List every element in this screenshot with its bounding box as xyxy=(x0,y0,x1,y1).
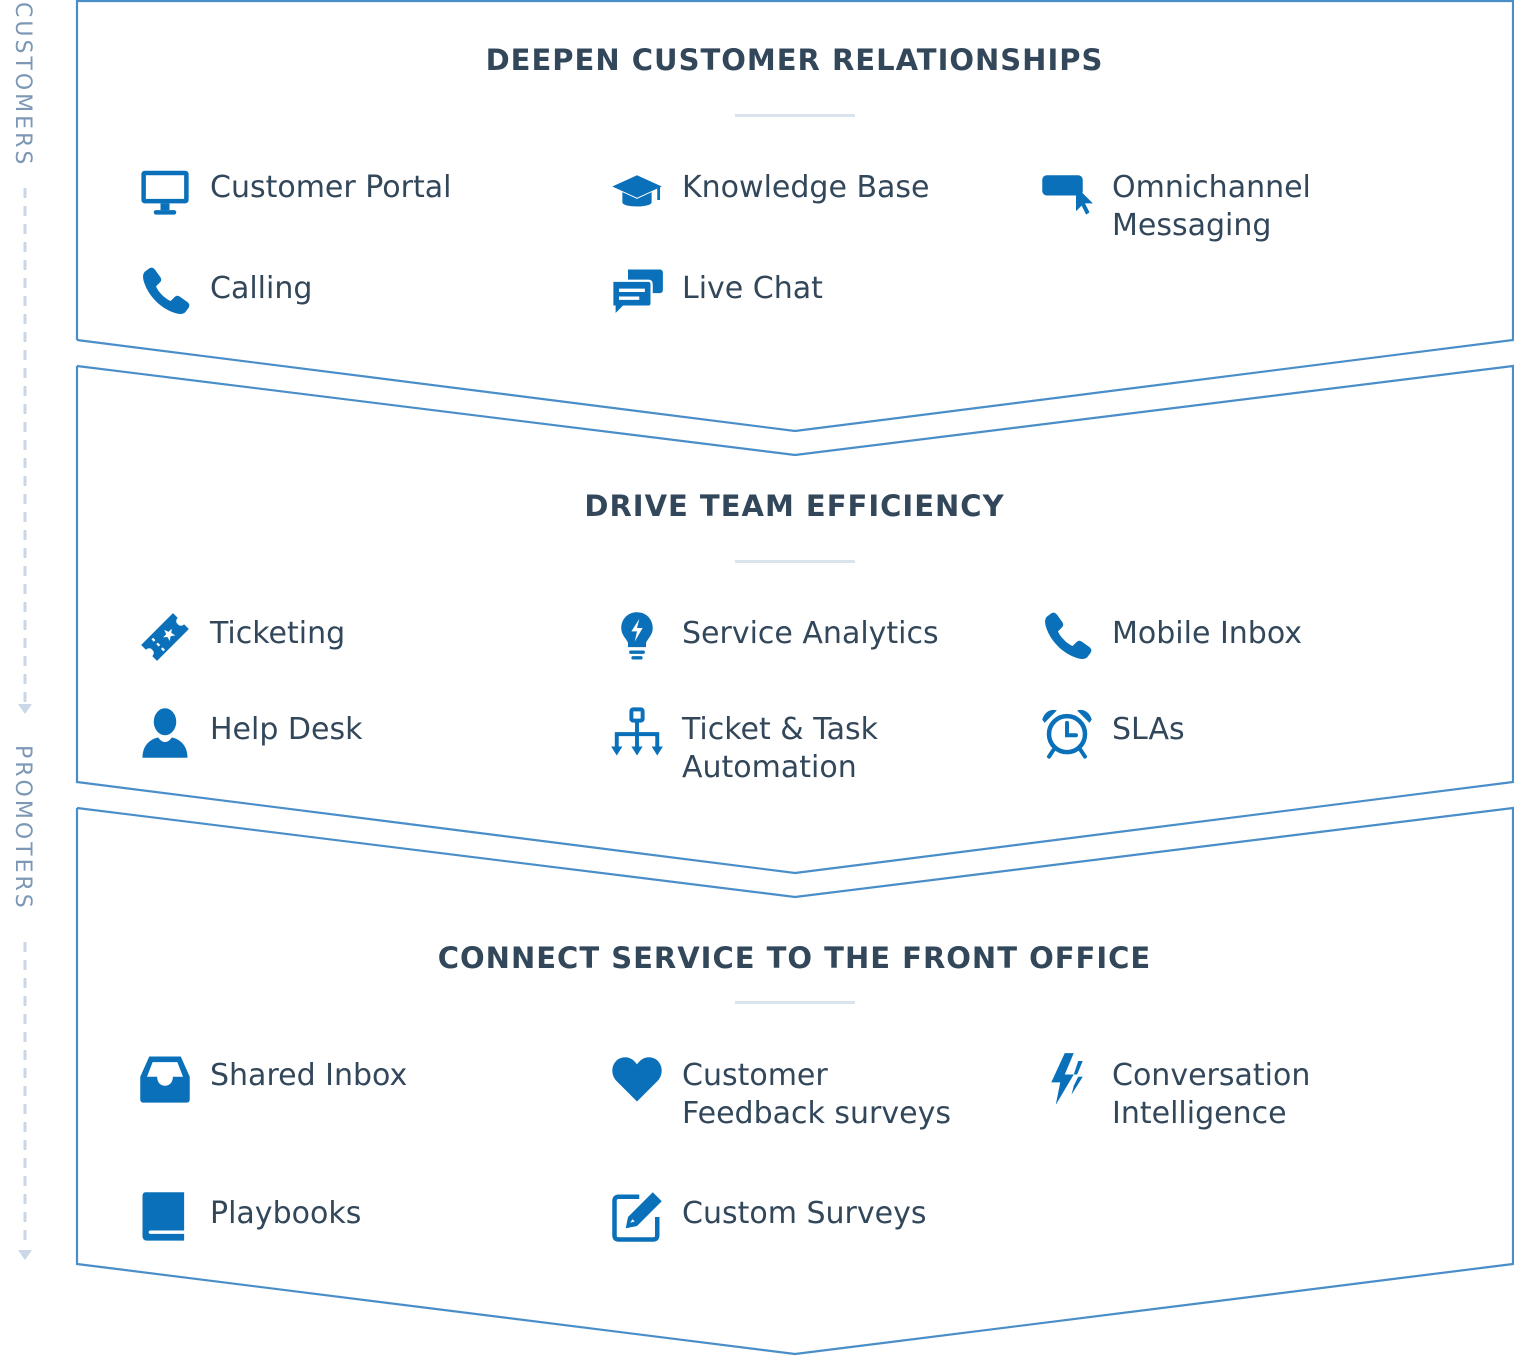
feature-mobile-inbox: Mobile Inbox xyxy=(1040,610,1302,664)
title-divider xyxy=(734,114,855,117)
inbox-tray-icon xyxy=(140,1056,190,1103)
flow-arrowhead-1 xyxy=(18,704,32,714)
feature-calling: Calling xyxy=(138,265,312,319)
feature-label: Knowledge Base xyxy=(682,170,930,205)
feature-label: Conversation Intelligence xyxy=(1112,1058,1311,1131)
feature-knowledge-base: Knowledge Base xyxy=(610,164,930,218)
feature-conversation-intelligence: Conversation Intelligence xyxy=(1040,1052,1310,1133)
book-icon xyxy=(142,1192,185,1241)
feature-customer-feedback-surveys: Customer Feedback surveys xyxy=(610,1052,951,1133)
feature-label: Custom Surveys xyxy=(682,1196,927,1231)
title-divider xyxy=(734,1001,855,1004)
stage-drive-team-efficiency: DRIVE TEAM EFFICIENCY Ticketing xyxy=(76,366,1513,786)
alarm-clock-icon xyxy=(1042,709,1092,759)
edit-icon xyxy=(612,1192,662,1242)
phone-icon xyxy=(1045,612,1092,659)
stage-deepen-relationships: DEEPEN CUSTOMER RELATIONSHIPS Customer P… xyxy=(76,0,1513,340)
side-label-promoters: PROMOTERS xyxy=(10,745,35,911)
feature-label: Customer Portal xyxy=(210,170,452,205)
feature-custom-surveys: Custom Surveys xyxy=(610,1190,926,1244)
feature-help-desk: Help Desk xyxy=(138,706,363,760)
feature-label: Service Analytics xyxy=(682,616,939,651)
feature-playbooks: Playbooks xyxy=(138,1190,361,1244)
feature-label: SLAs xyxy=(1112,712,1185,747)
stage-title: DRIVE TEAM EFFICIENCY xyxy=(584,489,1005,523)
stage-2-outline xyxy=(75,364,1514,875)
feature-shared-inbox: Shared Inbox xyxy=(138,1052,407,1106)
feature-live-chat: Live Chat xyxy=(610,265,823,319)
stage-connect-front-office: CONNECT SERVICE TO THE FRONT OFFICE Shar… xyxy=(76,808,1513,1268)
workflow-icon xyxy=(611,707,663,756)
message-cursor-icon xyxy=(1042,175,1093,215)
heart-icon xyxy=(612,1057,662,1102)
chat-bubbles-icon xyxy=(611,269,663,319)
feature-label: Playbooks xyxy=(210,1196,362,1231)
stage-title: DEEPEN CUSTOMER RELATIONSHIPS xyxy=(485,43,1104,77)
stage-3-outline xyxy=(75,806,1514,1356)
feature-customer-portal: Customer Portal xyxy=(138,164,451,218)
stage-title: CONNECT SERVICE TO THE FRONT OFFICE xyxy=(437,941,1152,975)
person-icon xyxy=(142,708,188,758)
feature-ticketing: Ticketing xyxy=(138,610,345,664)
title-divider xyxy=(734,560,855,563)
stage-1-outline xyxy=(75,0,1514,433)
ticket-icon xyxy=(141,613,189,661)
feature-ticket-task-automation: Ticket & Task Automation xyxy=(610,706,878,787)
graduation-cap-icon xyxy=(612,175,662,207)
feature-label: Customer Feedback surveys xyxy=(682,1058,951,1131)
feature-label: Ticketing xyxy=(210,616,346,651)
feature-service-analytics: Service Analytics xyxy=(610,610,939,664)
feature-label: Mobile Inbox xyxy=(1112,616,1303,651)
feature-label: Calling xyxy=(210,271,313,306)
feature-label: Help Desk xyxy=(210,712,363,747)
feature-omnichannel-messaging: Omnichannel Messaging xyxy=(1040,164,1311,245)
flow-arrowhead-2 xyxy=(18,1250,32,1260)
side-label-customers: CUSTOMERS xyxy=(10,2,35,168)
lightbulb-icon xyxy=(621,612,653,660)
lightning-icon xyxy=(1051,1053,1083,1105)
monitor-icon xyxy=(141,170,189,215)
feature-label: Shared Inbox xyxy=(210,1058,408,1093)
feature-label: Live Chat xyxy=(682,271,823,306)
feature-slas: SLAs xyxy=(1040,706,1185,760)
feature-label: Omnichannel Messaging xyxy=(1112,170,1311,243)
feature-label: Ticket & Task Automation xyxy=(682,712,878,785)
phone-icon xyxy=(143,267,190,314)
